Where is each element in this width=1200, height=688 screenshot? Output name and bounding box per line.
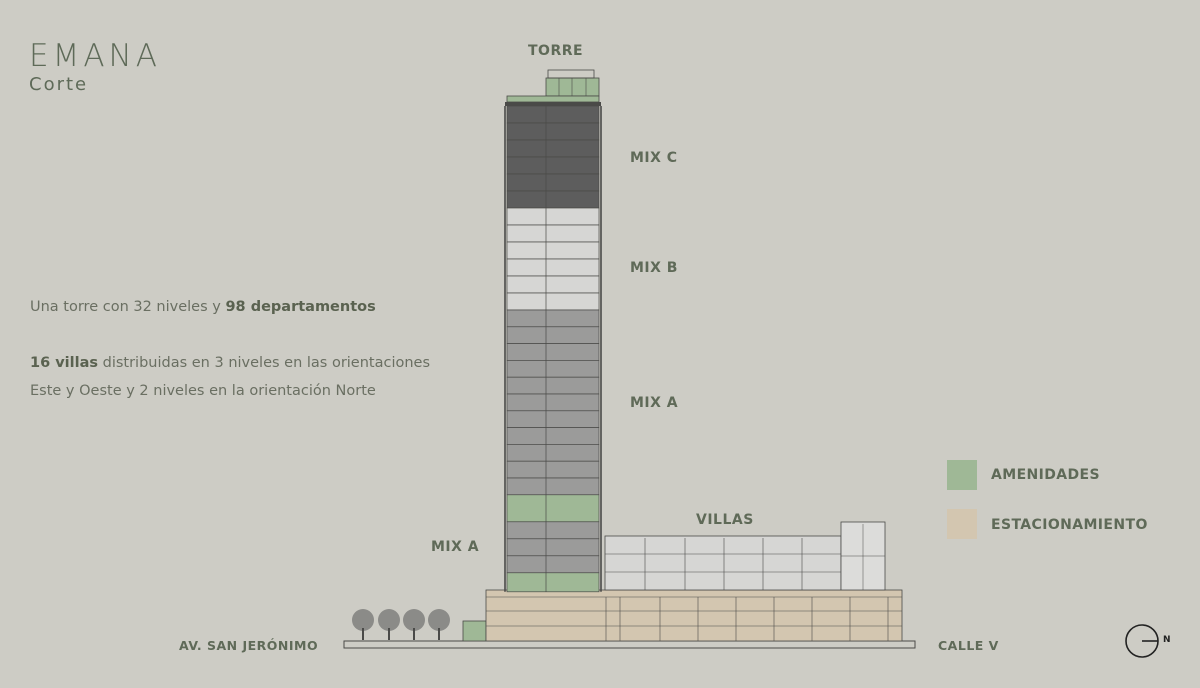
legend-label-parking: ESTACIONAMIENTO [991, 517, 1148, 533]
tree-icon [428, 609, 450, 640]
label-mix-a-upper: MIX A [630, 395, 679, 411]
tower-description: Una torre con 32 niveles y 98 departamen… [30, 293, 376, 321]
legend-swatch-amenities [947, 460, 977, 490]
tower-description-text: Una torre con 32 niveles y [30, 299, 226, 315]
ground-line [343, 640, 916, 649]
compass-label: N [1163, 635, 1172, 645]
label-villas: VILLAS [696, 512, 754, 528]
label-street-right: CALLE V [938, 638, 999, 653]
compass-icon [1125, 624, 1159, 658]
trees [352, 609, 450, 640]
villas-description: 16 villas distribuidas en 3 niveles en l… [30, 349, 430, 405]
brand-title: EMANA [29, 38, 161, 74]
tree-icon [378, 609, 400, 640]
brand: EMANA Corte [29, 38, 161, 96]
label-torre: TORRE [528, 43, 584, 59]
villas-block [604, 521, 886, 591]
label-mix-c: MIX C [630, 150, 678, 166]
tower-description-bold: 98 departamentos [225, 299, 376, 315]
tower [504, 69, 602, 593]
villas-description-line2: Este y Oeste y 2 niveles en la orientaci… [30, 383, 376, 399]
villas-description-bold: 16 villas [30, 355, 99, 371]
label-mix-b: MIX B [630, 260, 678, 276]
tree-icon [403, 609, 425, 640]
brand-subtitle: Corte [29, 74, 89, 95]
label-street-left: AV. SAN JERÓNIMO [179, 638, 319, 653]
amenity-block-left [462, 620, 487, 642]
parking-podium [485, 589, 903, 642]
legend-swatch-parking [947, 509, 977, 539]
legend-label-amenities: AMENIDADES [991, 467, 1100, 483]
tree-icon [352, 609, 374, 640]
villas-description-text: distribuidas en 3 niveles en las orienta… [98, 355, 431, 371]
label-mix-a-lower: MIX A [431, 539, 480, 555]
